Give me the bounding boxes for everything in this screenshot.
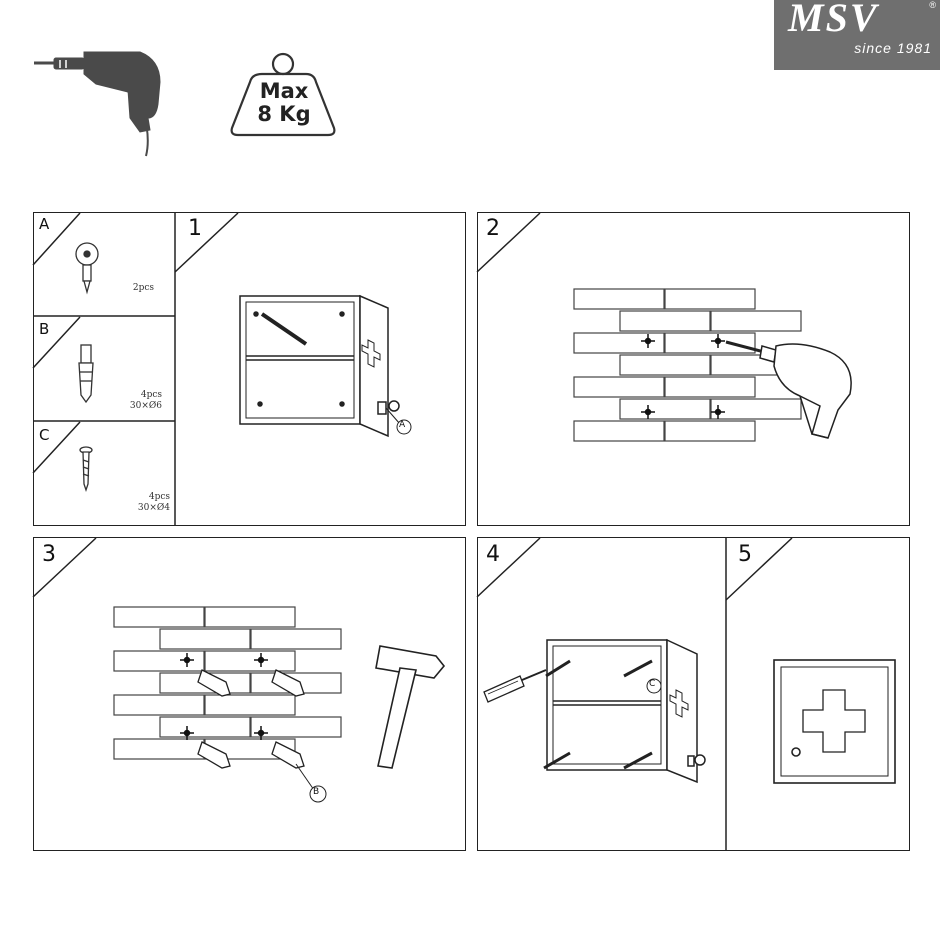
part-c-size-text: 30×Ø4: [137, 503, 170, 513]
brand-since: since 1981: [854, 40, 932, 56]
weight-limit-text: Max 8 Kg: [244, 80, 324, 126]
part-b-qty-text: 4pcs: [140, 390, 162, 400]
panel-step-3: [33, 537, 466, 851]
part-letter-c: C: [39, 426, 50, 444]
part-b-size-text: 30×Ø6: [129, 401, 162, 411]
panel-step-4-5: [477, 537, 910, 851]
part-letter-a: A: [39, 215, 50, 233]
step-number-4: 4: [486, 542, 500, 567]
part-a-qty: 2pcs: [100, 283, 154, 294]
callout-c: C: [649, 679, 656, 689]
callout-b: B: [313, 787, 320, 797]
part-c-spec: 4pcs 30×Ø4: [100, 492, 170, 514]
weight-line-2: 8 Kg: [257, 102, 311, 126]
part-c-qty-text: 4pcs: [148, 492, 170, 502]
panel-step-1: [33, 212, 466, 526]
panel-step-2: [477, 212, 910, 526]
callout-a: A: [399, 420, 406, 430]
part-letter-b: B: [39, 320, 50, 338]
step-number-5: 5: [738, 542, 752, 567]
step-number-3: 3: [42, 542, 56, 567]
weight-line-1: Max: [259, 79, 309, 103]
brand-name: MSV: [788, 0, 879, 40]
registered-mark: ®: [929, 0, 936, 10]
step-number-1: 1: [188, 216, 202, 241]
brand-logo: MSV ® since 1981: [774, 0, 940, 70]
part-a-qty-text: 2pcs: [132, 283, 154, 293]
step-number-2: 2: [486, 216, 500, 241]
part-b-spec: 4pcs 30×Ø6: [100, 390, 162, 412]
